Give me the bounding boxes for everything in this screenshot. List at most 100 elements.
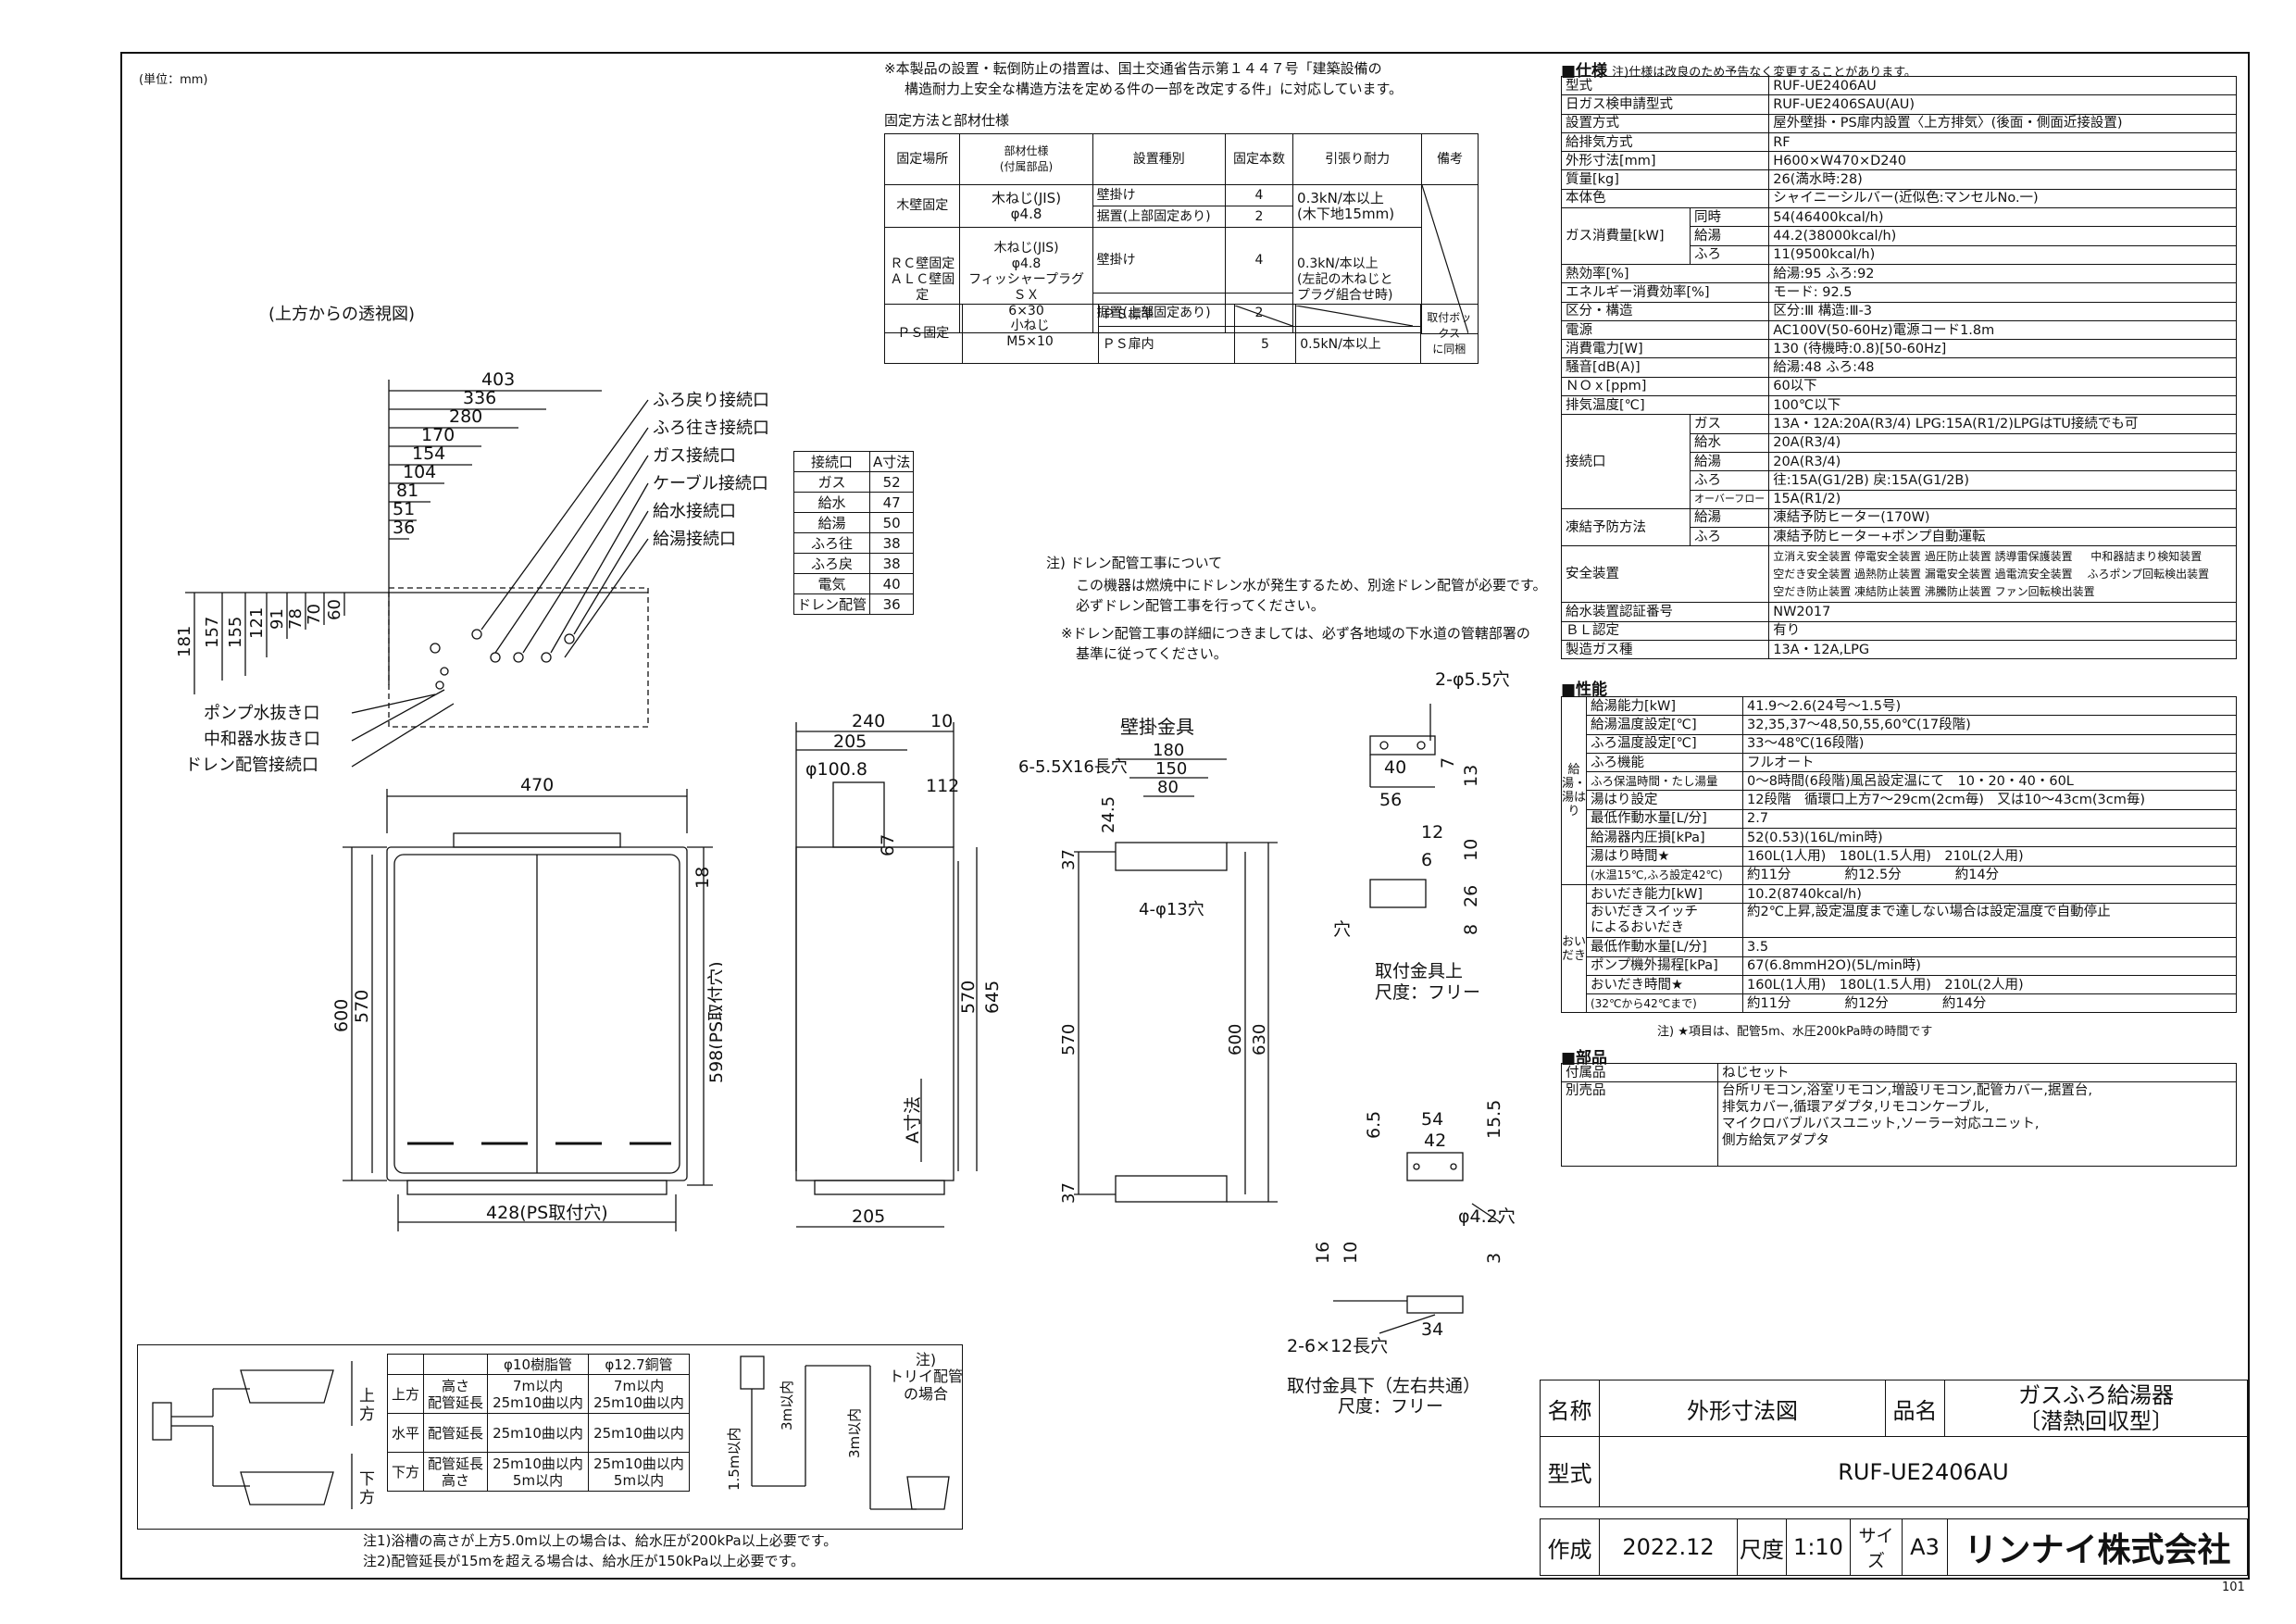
upper-scale: 尺度：フリー xyxy=(1375,982,1480,1003)
perf-value: 12段階 循環口上方7〜29cm(2cm毎) 又は10〜43cm(3cm毎) xyxy=(1742,790,2237,810)
fix-wood-strength: 0.3kN/本以上 (木下地15mm) xyxy=(1292,184,1423,228)
vdim-155: 155 xyxy=(226,617,245,648)
perf-title: ■性能 xyxy=(1561,681,1608,699)
conn-h1: A寸法 xyxy=(869,451,915,472)
pipe-h-copper: φ12.7銅管 xyxy=(588,1354,690,1375)
upper-fixing-bracket-drawing: 2-φ5.5穴 40 56 7 13 12 6 10 26 8 穴 取付金具上 … xyxy=(1333,669,1510,1003)
pipe-row-copper: 25m10曲以内 5m以内 xyxy=(588,1452,690,1492)
fix-h-place: 固定場所 xyxy=(883,133,961,185)
spec-value: 100℃以下 xyxy=(1768,395,2237,416)
spec-value: シャイニーシルバー(近似色:マンセルNo.一) xyxy=(1768,188,2237,209)
spec-value: 20A(R3/4) xyxy=(1768,432,2237,453)
spec-value: AC100V(50-60Hz)電源コード1.8m xyxy=(1768,319,2237,341)
spec-value: 屋外壁掛・PS扉内設置〈上方排気〉(後面・側面近接設置) xyxy=(1768,113,2237,133)
parts-value: ねじセット xyxy=(1717,1062,2237,1083)
dim-81: 81 xyxy=(396,481,418,501)
upper-dim-40: 40 xyxy=(1384,757,1406,778)
callout-pump-drain: ポンプ水抜き口 xyxy=(204,704,319,723)
trap-m15: 1.5m以内 xyxy=(726,1428,742,1491)
side-dim-112: 112 xyxy=(926,776,959,796)
side-dim-570: 570 xyxy=(958,981,979,1014)
spec-sub-key: 同時 xyxy=(1689,207,1770,228)
fix-ps-type2: ＰＳ扉内 xyxy=(1097,326,1235,364)
page-number: 101 xyxy=(2222,1580,2245,1594)
perf-key: ふろ保温時間・たし湯量 xyxy=(1586,771,1743,792)
pipe-row-dir: 下方 xyxy=(387,1452,424,1492)
pipe-row-item: 高さ 配管延長 xyxy=(423,1374,488,1414)
front-dim-600: 600 xyxy=(331,999,352,1032)
bracket-dim-600: 600 xyxy=(1226,1024,1245,1056)
pipe-side-up-b: 方 xyxy=(359,1405,375,1424)
dim-36: 36 xyxy=(393,518,415,538)
pipe-row-dir: 上方 xyxy=(387,1374,424,1414)
perf-key: 給湯温度設定[℃] xyxy=(1586,715,1743,735)
title-block-footer: 作成 2022.12 尺度 1:10 サイズ A3 リンナイ株式会社 xyxy=(1540,1518,2248,1576)
title-block: 名称 外形寸法図 品名 ガスふろ給湯器 〔潜熱回収型〕 型式 RUF-UE240… xyxy=(1540,1380,2248,1507)
perf-oidaki-time-key: おいだき時間★ xyxy=(1586,974,1743,995)
notice-line2: 構造耐力上安全な構造方法を定める件の一部を改定する件」に対応しています。 xyxy=(905,81,1404,97)
spec-safety-line: 立消え安全装置 停電安全装置 過圧防止装置 誘導雷保護装置 中和器詰まり検知装置 xyxy=(1773,549,2202,563)
conn-row-name: 給湯 xyxy=(792,512,871,533)
conn-row-name: ドレン配管 xyxy=(792,593,871,615)
perf-yuhari-times: 約11分 約12.5分 約14分 xyxy=(1742,865,2237,885)
perf-value: 52(0.53)(16L/min時) xyxy=(1742,828,2237,848)
upper-dim-56: 56 xyxy=(1379,790,1402,810)
tb-model: RUF-UE2406AU xyxy=(1599,1436,2248,1507)
fix-ps-type1: ＰＳ標準 xyxy=(1097,304,1235,327)
spec-safety-label: 安全装置 xyxy=(1560,545,1770,604)
spec-value: 凍結予防ヒーター+ポンプ自動運転 xyxy=(1768,527,2237,547)
perf-value: 32,35,37〜48,50,55,60℃(17段階) xyxy=(1742,715,2237,735)
spec-key: 給水装置認証番号 xyxy=(1560,602,1770,622)
spec-value: RF xyxy=(1768,131,2237,153)
fix-h-strength: 引張り耐力 xyxy=(1292,133,1423,185)
spec-key: 型式 xyxy=(1560,75,1770,96)
fix-wood-material: 木ねじ(JIS) φ4.8 xyxy=(959,184,1093,228)
spec-value: 60以下 xyxy=(1768,376,2237,397)
spec-key: 区分・構造 xyxy=(1560,301,1770,321)
bracket-dim-630: 630 xyxy=(1250,1024,1269,1056)
upper-dim-26: 26 xyxy=(1461,885,1481,907)
perf-oidaki-label: おいだき xyxy=(1561,883,1587,1014)
pipe-row-copper: 7m以内 25m10曲以内 xyxy=(588,1374,690,1414)
conn-row-name: ふろ往 xyxy=(792,532,871,554)
vdim-78: 78 xyxy=(286,608,306,630)
perf-value: 2.7 xyxy=(1742,808,2237,830)
dim-403: 403 xyxy=(481,369,515,390)
fix-h-count: 固定本数 xyxy=(1224,133,1294,185)
tb-size: A3 xyxy=(1902,1518,1948,1576)
trap-m3b: 3m以内 xyxy=(846,1408,863,1458)
perf-value: 3.5 xyxy=(1742,937,2237,957)
lower-dim-6-5: 6.5 xyxy=(1364,1111,1384,1139)
spec-key: 電源 xyxy=(1560,319,1770,341)
front-dim-ps-width: 428(PS取付穴) xyxy=(486,1203,608,1223)
perf-key: 最低作動水量[L/分] xyxy=(1586,808,1743,830)
side-dim-205: 205 xyxy=(833,731,867,752)
spec-value: モード: 92.5 xyxy=(1768,282,2237,303)
spec-value: 往:15A(G1/2B) 戻:15A(G1/2B) xyxy=(1768,470,2237,491)
spec-safety-line: 空だき防止装置 凍結防止装置 沸騰防止装置 ファン回転検出装置 xyxy=(1773,584,2095,598)
drain-note-line4: 基準に従ってください。 xyxy=(1076,645,1228,662)
front-view-drawing: 470 600 570 18 598(PS取付穴) 428(PS取付穴) xyxy=(331,778,722,1231)
tb-size-label: サイズ xyxy=(1850,1518,1903,1576)
pipe-section-box xyxy=(137,1344,963,1530)
perf-key: ふろ温度設定[℃] xyxy=(1586,733,1743,754)
spec-key: 設置方式 xyxy=(1560,113,1770,133)
parts-table: 付属品ねじセット 別売品台所リモコン,浴室リモコン,増設リモコン,配管カバー,据… xyxy=(1561,1062,2237,1168)
perf-yuhari-key: 湯はり時間★ xyxy=(1586,846,1743,867)
pipe-row-copper: 25m10曲以内 xyxy=(588,1413,690,1453)
vdim-121: 121 xyxy=(247,607,267,639)
perf-key: ポンプ機外揚程[kPa] xyxy=(1586,956,1743,976)
upper-ana: 穴 xyxy=(1333,919,1351,940)
dim-336: 336 xyxy=(463,388,496,408)
conn-row-val: 52 xyxy=(869,471,915,493)
bracket-dim-570: 570 xyxy=(1059,1024,1079,1056)
front-dim-470: 470 xyxy=(520,778,554,795)
spec-key: 排気温度[℃] xyxy=(1560,395,1770,416)
callout-water: 給水接続口 xyxy=(653,502,736,521)
fixing-table-ps: ＰＳ固定 小ねじ M5×10 ＰＳ標準 取付ボックス に同梱 ＰＳ扉内 5 0.… xyxy=(884,304,1479,364)
fix-rc-count1: 4 xyxy=(1224,227,1294,294)
bracket-dim-37b: 37 xyxy=(1059,1182,1079,1204)
vdim-70: 70 xyxy=(305,604,324,625)
spec-key: エネルギー消費効率[%] xyxy=(1560,282,1770,303)
